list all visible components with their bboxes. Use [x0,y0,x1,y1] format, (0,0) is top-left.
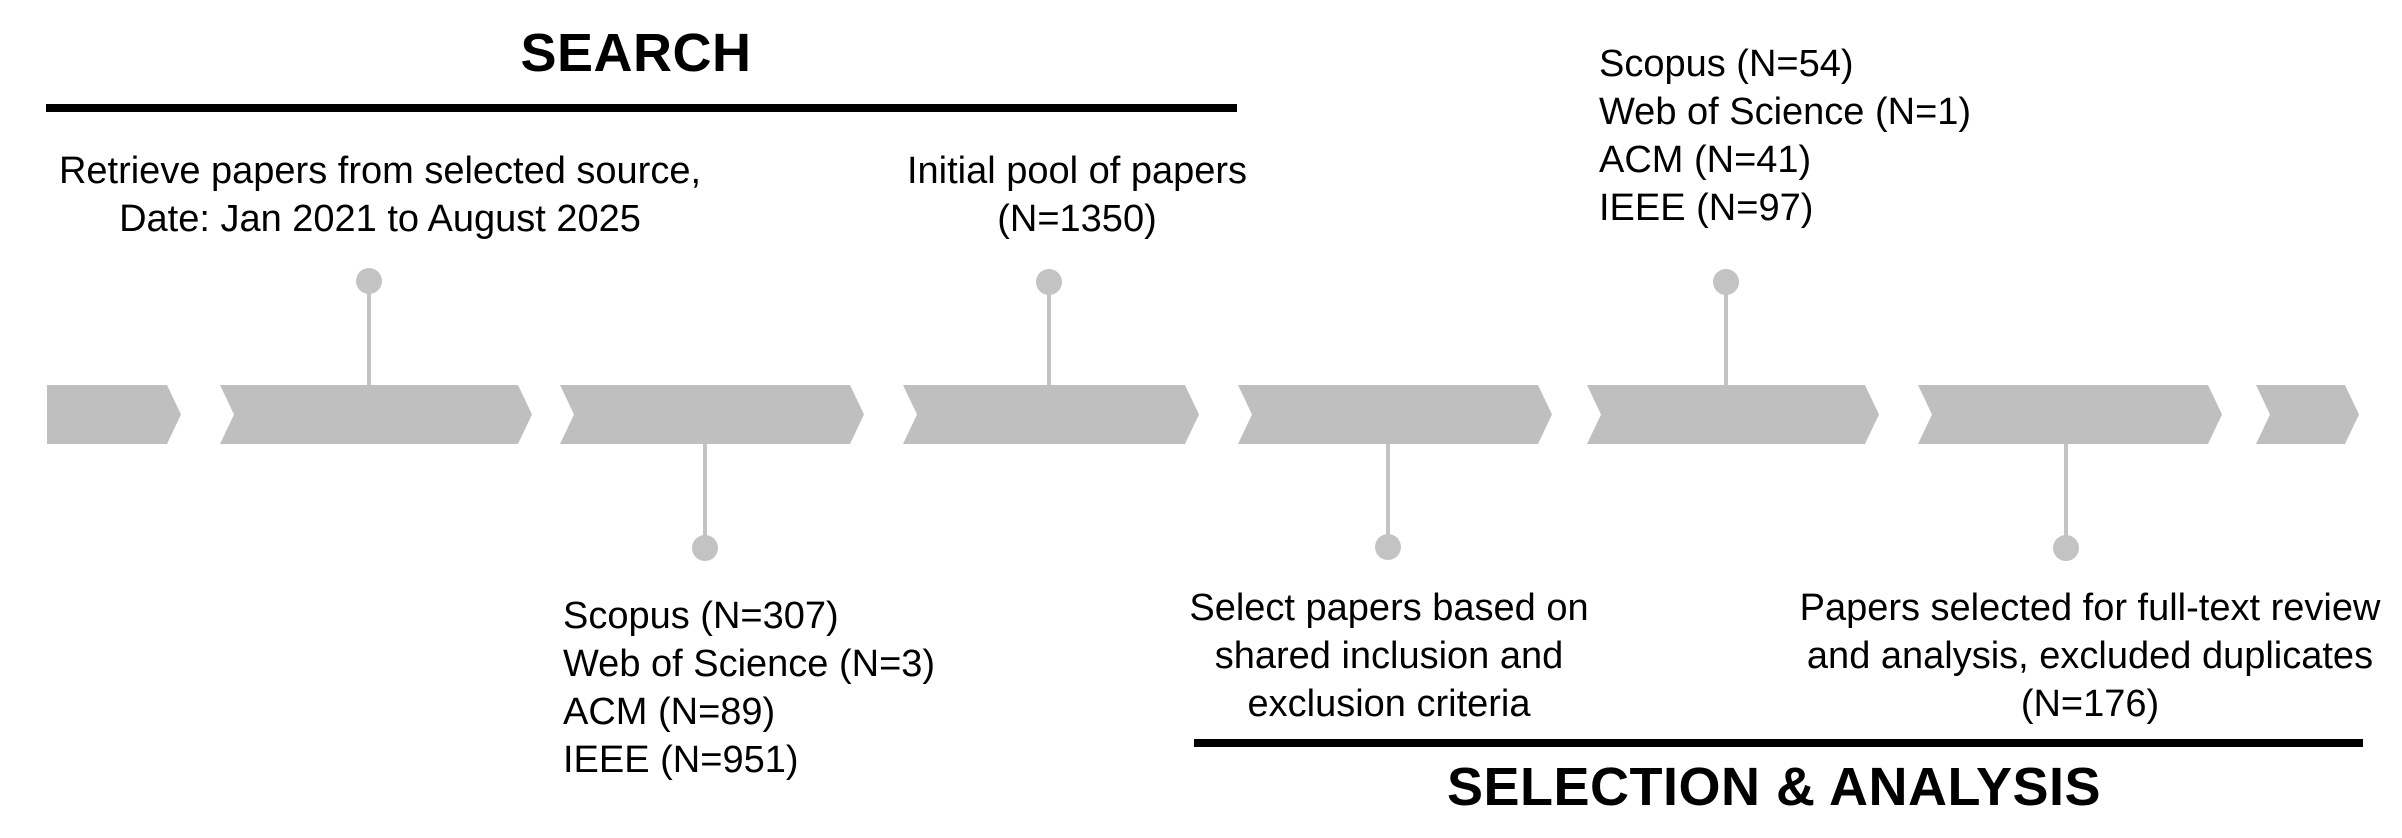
timeline-chevron-arrow [903,385,1199,444]
source-count-item: Web of Science (N=1) [1599,91,1972,133]
callout-line: Initial pool of papers [906,150,1248,192]
callout-line: exclusion criteria [1247,683,1531,725]
callout-line: Select papers based on [1189,587,1589,629]
timeline-chevron-arrow [220,385,532,444]
callout-initial-pool: Initial pool of papers (N=1350) [877,147,1277,243]
timeline-chevron-arrow [47,385,181,444]
connector-dot [1036,269,1062,295]
source-count-item: Web of Science (N=3) [563,643,936,685]
callout-line: (N=176) [2020,683,2160,725]
source-count-item: ACM (N=89) [563,691,776,733]
callout-line: Date: Jan 2021 to August 2025 [119,198,641,240]
connector-dot [356,268,382,294]
callout-retrieve-papers: Retrieve papers from selected source, Da… [30,147,730,243]
selection-phase-heading: SELECTION & ANALYSIS [1446,757,2102,817]
timeline-chevron-arrow [1918,385,2222,444]
source-count-item: IEEE (N=951) [563,739,799,781]
callout-line: and analysis, excluded duplicates [1806,635,2374,677]
connector-dot [692,535,718,561]
callout-sources-initial: Scopus (N=307) Web of Science (N=3) ACM … [563,592,935,784]
source-count-item: ACM (N=41) [1599,139,1812,181]
timeline-chevron-arrow [1238,385,1552,444]
selection-phase-rule [1194,739,2363,747]
source-count-item: Scopus (N=54) [1599,43,1854,85]
timeline-chevron-arrow [1587,385,1879,444]
callout-sources-selected: Scopus (N=54) Web of Science (N=1) ACM (… [1599,40,1971,232]
callout-line: Retrieve papers from selected source, [58,150,702,192]
timeline-chevron-arrow [2256,385,2359,444]
source-count-item: Scopus (N=307) [563,595,839,637]
search-phase-heading: SEARCH [520,23,752,83]
callout-line: (N=1350) [997,198,1157,240]
callout-fulltext-review: Papers selected for full-text review and… [1755,584,2402,728]
search-phase-rule [46,104,1237,112]
callout-line: Papers selected for full-text review [1799,587,2381,629]
callout-select-criteria: Select papers based on shared inclusion … [1139,584,1639,728]
connector-dot [1713,269,1739,295]
source-count-item: IEEE (N=97) [1599,187,1814,229]
connector-dot [2053,535,2079,561]
callout-line: shared inclusion and [1214,635,1564,677]
timeline-chevron-arrow [560,385,864,444]
connector-dot [1375,534,1401,560]
